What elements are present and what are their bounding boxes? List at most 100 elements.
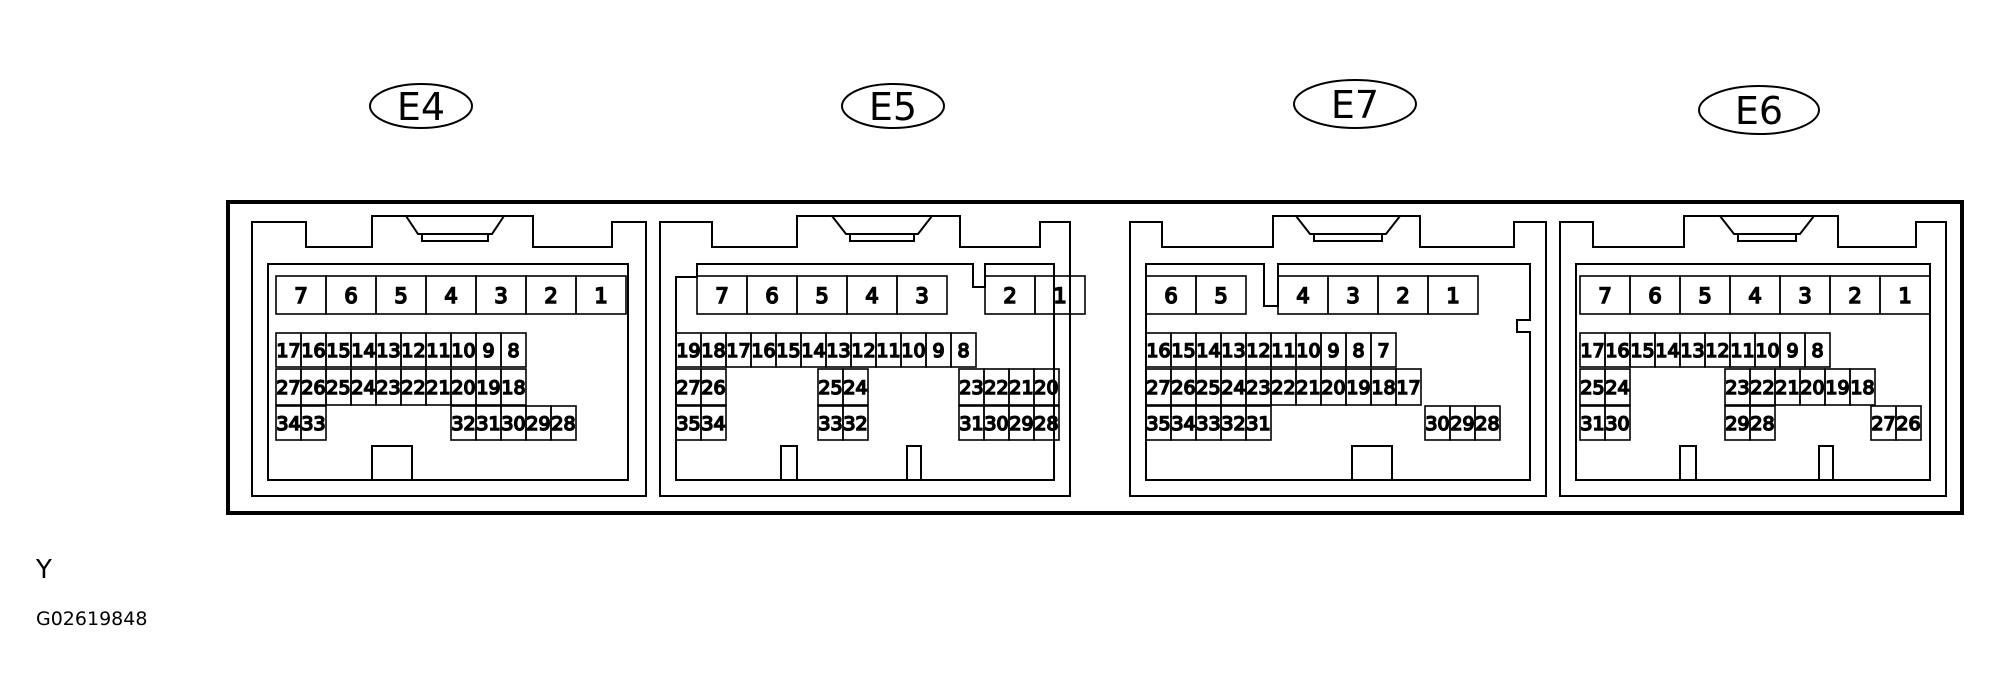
pin-number-e5: 2: [1003, 284, 1016, 308]
pin-number-e4: 2: [544, 284, 557, 308]
pin-number-e5: 25: [818, 377, 842, 399]
pin-number-e6: 17: [1580, 340, 1604, 362]
pin-number-e7: 2: [1396, 284, 1409, 308]
pin-cavity-e4: [500, 368, 527, 406]
pin-number-e4: 7: [294, 284, 307, 308]
pin-number-e7: 26: [1171, 377, 1195, 399]
pin-number-e4: 25: [326, 377, 350, 399]
pin-number-e7: 1: [1446, 284, 1459, 308]
pin-number-e4: 18: [501, 377, 525, 399]
pin-cavity-e4: [550, 405, 577, 441]
pin-cavity-e6: [1879, 275, 1931, 315]
connector-label-e5: E5: [841, 83, 945, 129]
pin-number-e6: 24: [1605, 377, 1629, 399]
connector-inner-outline-e7: [1145, 263, 1531, 481]
pin-cavity-e7: [1370, 332, 1397, 368]
pin-number-e4: 22: [401, 377, 425, 399]
pin-number-e6: 21: [1775, 377, 1799, 399]
pin-number-e6: 3: [1798, 284, 1811, 308]
pin-cavity-e4: [575, 275, 627, 315]
pin-number-e6: 9: [1786, 340, 1798, 362]
pin-cavity-e4: [300, 405, 327, 441]
pin-number-e6: 14: [1655, 340, 1679, 362]
pin-cavity-e5: [700, 405, 727, 441]
pin-number-e4: 14: [351, 340, 375, 362]
pin-cavity-e7: [1245, 405, 1272, 441]
pin-number-e5: 10: [901, 340, 925, 362]
pin-number-e5: 20: [1034, 377, 1058, 399]
pin-number-e6: 12: [1705, 340, 1729, 362]
pin-cavity-e7: [1474, 405, 1501, 441]
connector-outline-e5: [659, 215, 1071, 497]
connector-name: E6: [1735, 89, 1783, 133]
pin-number-e7: 5: [1214, 284, 1227, 308]
pin-cavity-e7: [1427, 275, 1479, 315]
pin-number-e5: 35: [676, 413, 700, 435]
pin-number-e6: 29: [1725, 413, 1749, 435]
pin-number-e5: 13: [826, 340, 850, 362]
pin-number-e7: 8: [1352, 340, 1364, 362]
pin-number-e6: 15: [1630, 340, 1654, 362]
pin-number-e5: 8: [957, 340, 969, 362]
pin-cavity-e6: [1895, 405, 1922, 441]
pin-number-e5: 33: [818, 413, 842, 435]
pin-cavity-e6: [1804, 332, 1831, 368]
pin-number-e4: 10: [451, 340, 475, 362]
pin-number-e4: 27: [276, 377, 300, 399]
pin-number-e6: 8: [1811, 340, 1823, 362]
pin-number-e5: 15: [776, 340, 800, 362]
pin-number-e7: 7: [1377, 340, 1389, 362]
pin-number-e6: 22: [1750, 377, 1774, 399]
connector-latch-e6: [1719, 215, 1815, 242]
pin-number-e7: 32: [1221, 413, 1245, 435]
pin-number-e4: 9: [482, 340, 494, 362]
pin-number-e4: 23: [376, 377, 400, 399]
pin-number-e4: 17: [276, 340, 300, 362]
pin-number-e7: 31: [1246, 413, 1270, 435]
connector-latch-e5: [831, 215, 933, 242]
pin-number-e4: 28: [551, 413, 575, 435]
pin-number-e6: 20: [1800, 377, 1824, 399]
pin-cavity-e6: [1849, 368, 1876, 406]
pin-number-e5: 6: [765, 284, 778, 308]
keying-notch: [780, 445, 798, 480]
pin-number-e5: 28: [1034, 413, 1058, 435]
connector-label-e7: E7: [1293, 79, 1417, 129]
keying-notch: [371, 445, 413, 480]
pin-number-e7: 11: [1271, 340, 1295, 362]
connector-name: E4: [397, 85, 445, 129]
pin-number-e4: 8: [507, 340, 519, 362]
pin-number-e4: 19: [476, 377, 500, 399]
connector-latch-e7: [1295, 215, 1401, 242]
pin-number-e5: 16: [751, 340, 775, 362]
pin-cavity-e5: [700, 368, 727, 406]
keying-notch: [1679, 445, 1697, 480]
pin-number-e7: 17: [1396, 377, 1420, 399]
pin-number-e7: 34: [1171, 413, 1195, 435]
pin-number-e7: 28: [1475, 413, 1499, 435]
pin-number-e6: 7: [1598, 284, 1611, 308]
pin-number-e5: 14: [801, 340, 825, 362]
connector-name: E5: [869, 85, 917, 129]
pin-number-e7: 18: [1371, 377, 1395, 399]
pin-number-e6: 23: [1725, 377, 1749, 399]
pin-number-e7: 4: [1296, 284, 1309, 308]
pin-number-e7: 6: [1164, 284, 1177, 308]
pin-number-e7: 20: [1321, 377, 1345, 399]
pin-number-e6: 11: [1730, 340, 1754, 362]
pin-number-e4: 34: [276, 413, 300, 435]
pin-number-e7: 14: [1196, 340, 1220, 362]
pin-number-e5: 21: [1009, 377, 1033, 399]
pin-number-e6: 13: [1680, 340, 1704, 362]
pin-number-e5: 29: [1009, 413, 1033, 435]
pin-number-e7: 12: [1246, 340, 1270, 362]
pin-number-e4: 26: [301, 377, 325, 399]
ecu-housing-frame: [226, 200, 1964, 515]
connector-outline-e6: [1559, 215, 1947, 497]
connector-label-e6: E6: [1698, 85, 1820, 135]
pin-cavity-e5: [896, 275, 948, 315]
pin-number-e5: 27: [676, 377, 700, 399]
pin-number-e7: 25: [1196, 377, 1220, 399]
pin-number-e5: 32: [843, 413, 867, 435]
